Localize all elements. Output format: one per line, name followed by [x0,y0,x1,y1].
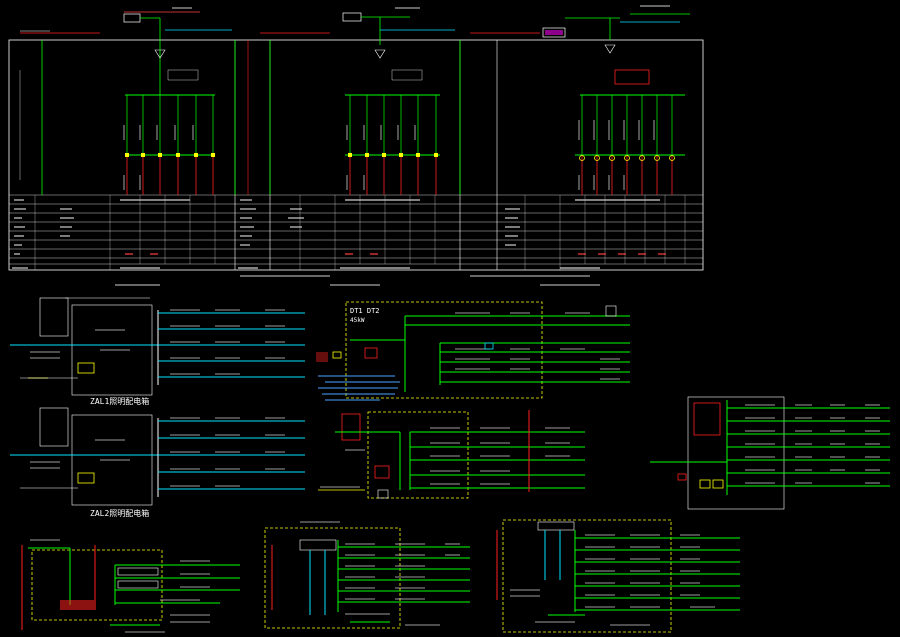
zal2-panel: ZAL2照明配电箱 [10,407,305,518]
right-panel [650,396,890,510]
center-lower-panel [318,410,585,499]
top-incoming-feeders [20,5,690,45]
top-distribution-frame [8,39,704,286]
bottom-left-panel [21,539,240,633]
zal2-title: ZAL2照明配电箱 [90,508,149,518]
bottom-middle-panel [264,521,470,629]
top-busbar-sections [19,40,685,195]
zal1-panel: ZAL1照明配电箱 [10,297,305,406]
dt-label: DT1 DT2 [350,307,380,315]
zal1-title: ZAL1照明配电箱 [90,396,149,406]
bottom-right-panel [496,519,740,633]
dt-power: 45kW [350,317,365,324]
dt-panel: DT1 DT2 45kW [316,301,630,401]
